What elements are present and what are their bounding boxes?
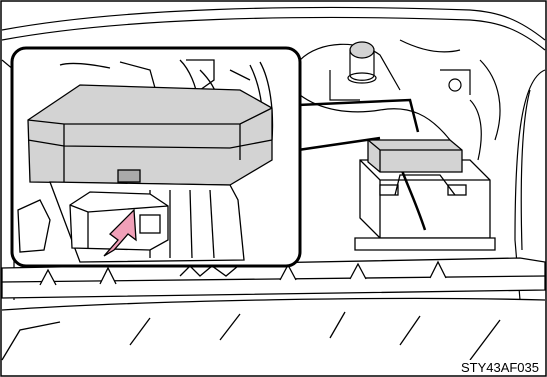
figure-code: STY43AF035	[459, 360, 541, 375]
